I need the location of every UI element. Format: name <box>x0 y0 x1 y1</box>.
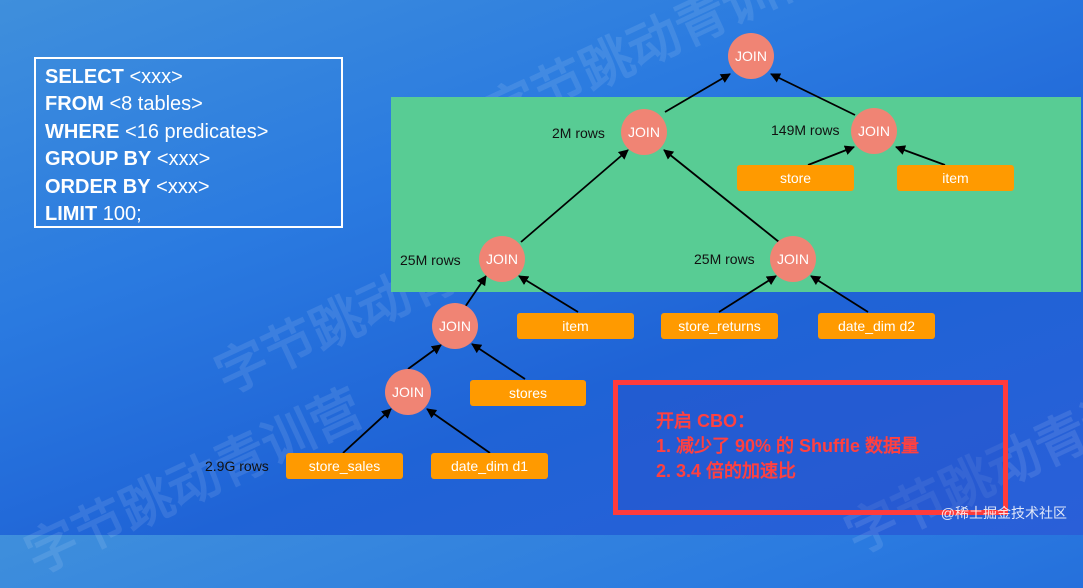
sql-query-box: SELECT <xxx> FROM <8 tables> WHERE <16 p… <box>34 57 343 228</box>
table-date-dim-d1: date_dim d1 <box>431 453 548 479</box>
edge-join3right-to-join2left <box>663 149 780 243</box>
rows-label-join3-right: 25M rows <box>694 251 755 267</box>
edge-join5-to-join4 <box>407 344 442 370</box>
rows-label-join2-right: 149M rows <box>771 122 840 138</box>
join-node-level4: JOIN <box>432 303 478 349</box>
cbo-title: 开启 CBO： <box>656 411 755 431</box>
edge-storereturns-to-join3right <box>718 275 777 313</box>
join-node-level3-left: JOIN <box>479 236 525 282</box>
edge-join2right-to-root <box>770 73 856 116</box>
join-node-level3-right: JOIN <box>770 236 816 282</box>
rows-label-join3-left: 25M rows <box>400 252 461 268</box>
join-node-level2-right: JOIN <box>851 108 897 154</box>
edge-join3left-to-join2left <box>520 149 629 243</box>
edge-join4-to-join3left <box>464 275 487 308</box>
sql-line-group-by: GROUP BY <xxx> <box>45 148 211 171</box>
sql-line-where: WHERE <16 predicates> <box>45 120 269 143</box>
sql-line-select: SELECT <xxx> <box>45 66 183 88</box>
cbo-result-callout: 开启 CBO： 1. 减少了 90% 的 Shuffle 数据量 2. 3.4 … <box>613 380 1008 515</box>
edge-item-to-join2right <box>895 145 946 166</box>
cbo-point-1: 1. 减少了 90% 的 Shuffle 数据量 <box>656 436 920 456</box>
cbo-point-2: 2. 3.4 倍的加速比 <box>656 461 797 481</box>
table-store: store <box>737 165 854 191</box>
rows-label-store-sales: 2.9G rows <box>205 458 269 474</box>
table-item-top: item <box>897 165 1014 191</box>
edge-storesales-to-join5 <box>342 408 392 454</box>
sql-line-from: FROM <8 tables> <box>45 93 203 116</box>
sql-line-limit: LIMIT 100; <box>45 203 142 226</box>
site-watermark: @稀土掘金技术社区 <box>940 505 1067 521</box>
join-node-level2-left: JOIN <box>621 109 667 155</box>
join-node-root: JOIN <box>728 33 774 79</box>
edge-store-to-join2right <box>807 145 855 166</box>
join-node-level5: JOIN <box>385 369 431 415</box>
diagram-scene: 字节跳动青训营 字节跳动青训营 字节跳动青训营 字节跳动青训营 SELECT <… <box>34 33 1081 521</box>
join-tree-edges <box>342 73 946 454</box>
table-date-dim-d2: date_dim d2 <box>818 313 935 339</box>
edge-datedimd1-to-join5 <box>426 408 491 454</box>
edge-itemlow-to-join3left <box>518 275 579 313</box>
table-store-sales: store_sales <box>286 453 403 479</box>
edge-join2left-to-root <box>664 73 731 113</box>
edge-stores-to-join4 <box>471 343 526 380</box>
sql-line-order-by: ORDER BY <xxx> <box>45 175 210 198</box>
rows-label-join2-left: 2M rows <box>552 125 605 141</box>
table-stores: stores <box>470 380 586 406</box>
table-store-returns: store_returns <box>661 313 778 339</box>
edge-datedimd2-to-join3right <box>810 275 869 313</box>
table-item: item <box>517 313 634 339</box>
